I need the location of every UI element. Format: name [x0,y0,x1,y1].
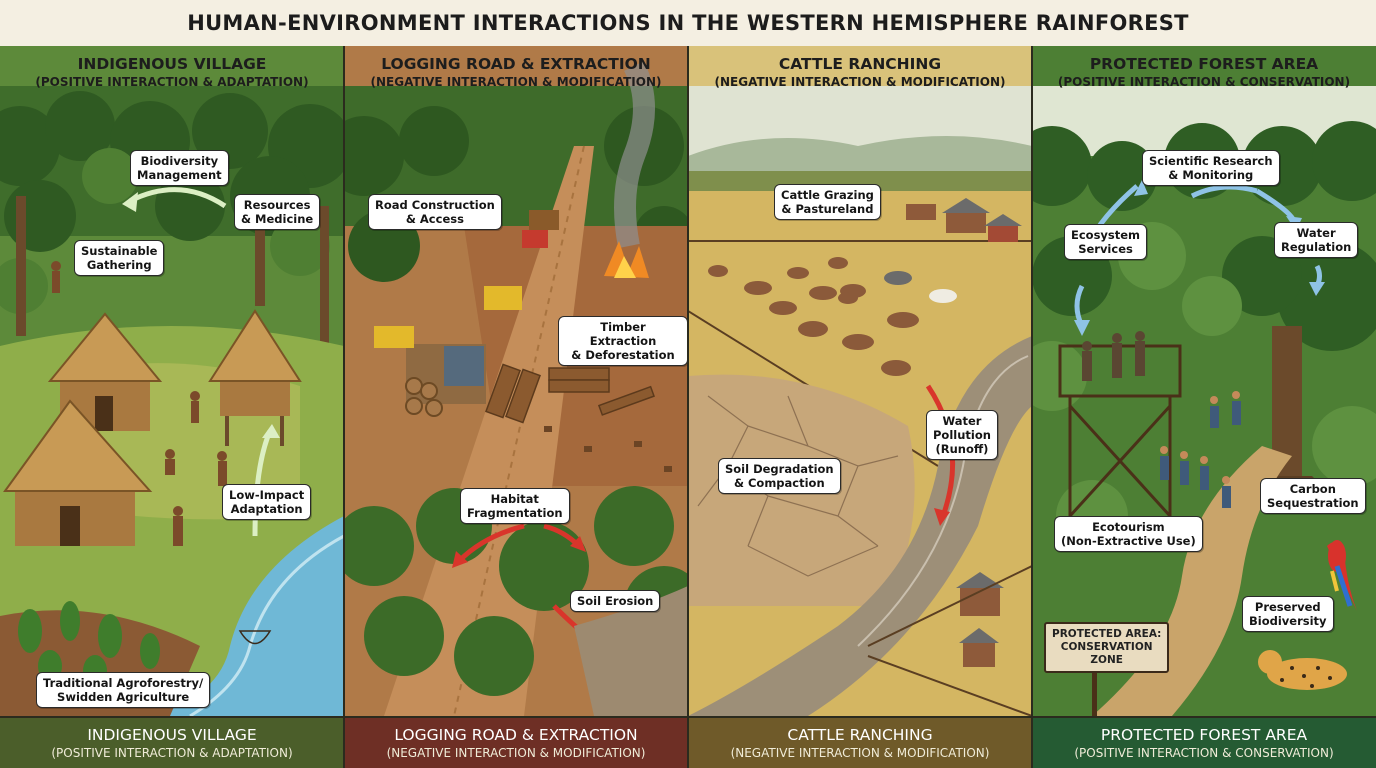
callout-line: & Deforestation [571,348,675,362]
callout-line: Scientific Research [1149,154,1273,168]
panel-divider [1031,46,1033,768]
panel-4-title: PROTECTED FOREST AREA [1089,55,1319,73]
footer-cattle-ranching: CATTLE RANCHING (NEGATIVE INTERACTION & … [688,718,1032,768]
callout-line: Pollution [933,428,991,442]
panel-indigenous-village: INDIGENOUS VILLAGE (POSITIVE INTERACTION… [0,46,344,716]
callout-ecosystem-services: Ecosystem Services [1064,224,1148,260]
callout-line: Low-Impact [229,488,305,502]
callout-line: Preserved [1254,600,1321,614]
callout-line: Swidden Agriculture [57,690,190,704]
panel-cattle-ranching: CATTLE RANCHING (NEGATIVE INTERACTION & … [688,46,1032,716]
footer-subtitle: (POSITIVE INTERACTION & ADAPTATION) [51,746,293,760]
callout-carbon-sequestration: Carbon Sequestration [1260,478,1366,514]
footer-logging-road: LOGGING ROAD & EXTRACTION (NEGATIVE INTE… [344,718,688,768]
panel-3-heading: CATTLE RANCHING (NEGATIVE INTERACTION & … [688,46,1032,106]
sign-line: PROTECTED AREA: [1052,628,1162,640]
callout-timber-extraction: Timber Extraction & Deforestation [558,316,688,366]
conservation-zone-sign: PROTECTED AREA: CONSERVATION ZONE [1044,622,1170,673]
callout-line: Water [942,414,982,428]
callout-line: Sustainable [81,244,158,258]
callout-line: Ecotourism [1092,520,1165,534]
callout-line: Carbon [1289,482,1336,496]
footer-divider [0,716,1376,718]
callout-sustainable-gathering: Sustainable Gathering [74,240,165,276]
panel-protected-forest: PROTECTED FOREST AREA (POSITIVE INTERACT… [1032,46,1376,716]
callout-line: (Runoff) [935,442,989,456]
sign-line: ZONE [1090,654,1123,666]
callout-traditional-agroforestry: Traditional Agroforestry/ Swidden Agricu… [36,672,211,708]
callout-soil-degradation: Soil Degradation & Compaction [718,458,841,494]
callout-scientific-research: Scientific Research & Monitoring [1142,150,1280,186]
page-title: HUMAN-ENVIRONMENT INTERACTIONS IN THE WE… [0,0,1376,46]
callout-line: Road Construction [375,198,495,212]
callout-habitat-fragmentation: Habitat Fragmentation [460,488,570,524]
panel-3-subtitle: (NEGATIVE INTERACTION & MODIFICATION) [714,75,1006,89]
callout-line: Management [137,168,222,182]
footer-title: INDIGENOUS VILLAGE [87,726,257,744]
callout-water-regulation: Water Regulation [1274,222,1359,258]
callout-line: Adaptation [230,502,303,516]
panel-2-heading: LOGGING ROAD & EXTRACTION (NEGATIVE INTE… [344,46,688,106]
callout-line: Biodiversity [1249,614,1327,628]
footer-title: LOGGING ROAD & EXTRACTION [394,726,638,744]
footer-subtitle: (NEGATIVE INTERACTION & MODIFICATION) [386,746,646,760]
panel-2-subtitle: (NEGATIVE INTERACTION & MODIFICATION) [370,75,662,89]
callout-line: Services [1078,242,1133,256]
callout-line: Habitat [490,492,539,506]
callout-line: Biodiversity [140,154,219,168]
cattle-ranching-illustration [688,46,1032,716]
callout-water-pollution: Water Pollution (Runoff) [926,410,998,460]
callout-preserved-biodiversity: Preserved Biodiversity [1242,596,1334,632]
panel-4-subtitle: (POSITIVE INTERACTION & CONSERVATION) [1057,75,1351,89]
footer-indigenous-village: INDIGENOUS VILLAGE (POSITIVE INTERACTION… [0,718,344,768]
panel-1-title: INDIGENOUS VILLAGE [77,55,267,73]
callout-line: & Compaction [733,476,825,490]
callout-line: Traditional Agroforestry/ [43,676,204,690]
footer-subtitle: (POSITIVE INTERACTION & CONSERVATION) [1074,746,1334,760]
footer-title: PROTECTED FOREST AREA [1100,726,1308,744]
callout-line: Soil Degradation [725,462,834,476]
callout-biodiversity-management: Biodiversity Management [130,150,229,186]
callout-ecotourism: Ecotourism (Non-Extractive Use) [1054,516,1203,552]
panel-divider [687,46,689,768]
panel-3-title: CATTLE RANCHING [778,55,942,73]
callout-line: Regulation [1281,240,1352,254]
panel-4-heading: PROTECTED FOREST AREA (POSITIVE INTERACT… [1032,46,1376,106]
logging-road-illustration [344,46,688,716]
callout-line: Gathering [86,258,152,272]
callout-line: Fragmentation [467,506,563,520]
callout-line: & Pastureland [781,202,874,216]
callout-resources-medicine: Resources & Medicine [234,194,321,230]
panel-divider [343,46,345,768]
panel-logging-road: LOGGING ROAD & EXTRACTION (NEGATIVE INTE… [344,46,688,716]
indigenous-village-illustration [0,46,344,716]
callout-line: Resources [243,198,311,212]
callout-line: Soil Erosion [577,594,654,608]
callout-low-impact-adaptation: Low-Impact Adaptation [222,484,312,520]
callout-line: Cattle Grazing [781,188,874,202]
footer-protected-forest: PROTECTED FOREST AREA (POSITIVE INTERACT… [1032,718,1376,768]
sign-line: CONSERVATION [1060,641,1153,653]
panel-1-heading: INDIGENOUS VILLAGE (POSITIVE INTERACTION… [0,46,344,106]
callout-soil-erosion: Soil Erosion [570,590,661,612]
callout-line: Water [1296,226,1336,240]
callout-line: Ecosystem [1071,228,1141,242]
callout-cattle-grazing: Cattle Grazing & Pastureland [774,184,881,220]
callout-line: & Medicine [241,212,314,226]
panel-2-title: LOGGING ROAD & EXTRACTION [381,55,651,73]
callout-line: (Non-Extractive Use) [1061,534,1196,548]
callout-road-construction: Road Construction & Access [368,194,502,230]
footer-title: CATTLE RANCHING [787,726,933,744]
panel-1-subtitle: (POSITIVE INTERACTION & ADAPTATION) [35,75,309,89]
callout-line: Timber Extraction [589,320,657,348]
callout-line: & Access [405,212,464,226]
callout-line: Sequestration [1267,496,1359,510]
footer-subtitle: (NEGATIVE INTERACTION & MODIFICATION) [730,746,990,760]
callout-line: & Monitoring [1168,168,1254,182]
